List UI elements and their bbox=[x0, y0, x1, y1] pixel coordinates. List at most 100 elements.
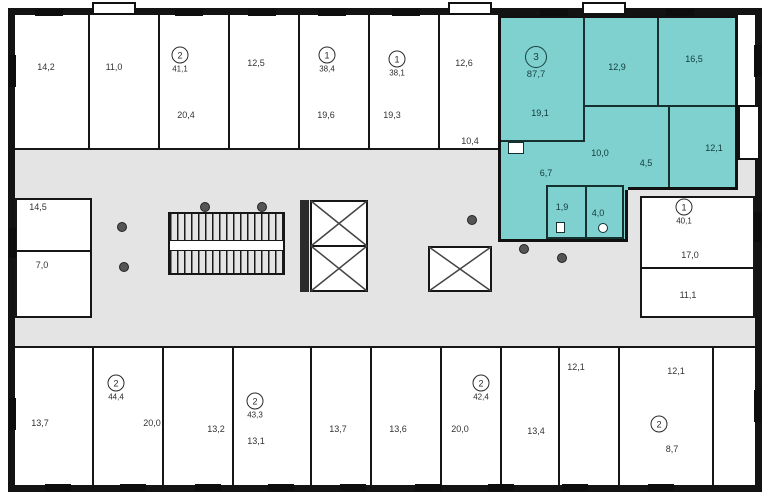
vent-icon bbox=[467, 215, 477, 225]
room-area-label: 7,0 bbox=[35, 260, 49, 270]
window bbox=[248, 9, 276, 16]
window bbox=[488, 484, 514, 491]
highlight-room-area-label: 4,0 bbox=[591, 208, 605, 218]
balcony bbox=[582, 2, 626, 15]
interior-wall bbox=[232, 346, 234, 485]
apartment-block-right[interactable] bbox=[640, 196, 755, 318]
interior-wall bbox=[368, 15, 370, 148]
sink-icon bbox=[598, 223, 608, 233]
room-area-label: 20,0 bbox=[451, 424, 469, 434]
interior-wall bbox=[15, 346, 755, 348]
room-area-label: 13,7 bbox=[329, 424, 347, 434]
room-area-label: 14,5 bbox=[29, 202, 47, 212]
window bbox=[648, 484, 674, 491]
interior-wall bbox=[642, 267, 753, 269]
balcony bbox=[738, 105, 760, 160]
corridor-lower bbox=[15, 318, 755, 346]
window bbox=[9, 228, 16, 258]
selected-apartment-join[interactable] bbox=[501, 150, 628, 190]
room-area-label: 13,4 bbox=[527, 426, 545, 436]
highlight-room-area-label: 12,9 bbox=[608, 62, 626, 72]
window bbox=[175, 9, 203, 16]
bathroom bbox=[546, 185, 624, 239]
apartment-number: 2 bbox=[650, 415, 668, 433]
room-area-label: 20,0 bbox=[143, 418, 161, 428]
room-area-label: 13,6 bbox=[389, 424, 407, 434]
selected-apartment-badge[interactable]: 3 87,7 bbox=[525, 46, 547, 80]
window bbox=[9, 55, 16, 87]
highlight-room-area-label: 19,1 bbox=[531, 108, 549, 118]
interior-wall bbox=[668, 107, 670, 187]
window bbox=[754, 45, 761, 77]
room-area-label: 10,4 bbox=[461, 136, 479, 146]
interior-wall bbox=[88, 15, 90, 148]
interior-wall bbox=[17, 250, 90, 252]
apartment-block-left[interactable] bbox=[15, 198, 92, 318]
window bbox=[9, 398, 16, 430]
interior-wall bbox=[92, 346, 94, 485]
window bbox=[562, 484, 588, 491]
interior-wall bbox=[158, 15, 160, 148]
room-area-label: 20,4 bbox=[177, 110, 195, 120]
staircase bbox=[168, 212, 285, 275]
vent-icon bbox=[119, 262, 129, 272]
room-area-label: 17,0 bbox=[681, 250, 699, 260]
window bbox=[318, 9, 346, 16]
balcony bbox=[92, 2, 136, 15]
highlight-room-area-label: 16,5 bbox=[685, 54, 703, 64]
window bbox=[754, 390, 761, 422]
room-area-label: 13,7 bbox=[31, 418, 49, 428]
window bbox=[340, 484, 366, 491]
apartment-area: 40,1 bbox=[676, 216, 692, 226]
interior-wall bbox=[310, 346, 312, 485]
apartment-badge[interactable]: 2 bbox=[650, 415, 668, 433]
apartment-number: 2 bbox=[107, 374, 125, 392]
interior-wall bbox=[438, 15, 440, 148]
selected-apartment-number: 3 bbox=[525, 46, 547, 68]
interior-wall bbox=[657, 18, 659, 105]
room-area-label: 11,0 bbox=[105, 62, 123, 72]
interior-wall bbox=[228, 15, 230, 148]
interior-wall bbox=[298, 15, 300, 148]
interior-wall bbox=[618, 346, 620, 485]
apartment-number: 2 bbox=[246, 392, 264, 410]
window bbox=[666, 9, 694, 16]
apartment-area: 38,1 bbox=[389, 68, 405, 78]
vent-icon bbox=[557, 253, 567, 263]
interior-wall bbox=[15, 148, 498, 150]
window bbox=[754, 212, 761, 242]
apartment-area: 44,4 bbox=[108, 392, 124, 402]
balcony bbox=[448, 2, 492, 15]
interior-wall bbox=[558, 346, 560, 485]
apartment-number: 1 bbox=[318, 46, 336, 64]
highlight-room-area-label: 1,9 bbox=[555, 202, 569, 212]
toilet-icon bbox=[556, 222, 565, 233]
stair-landing bbox=[170, 240, 283, 251]
room-area-label: 12,5 bbox=[247, 58, 265, 68]
interior-wall bbox=[712, 346, 714, 485]
room-area-label: 12,6 bbox=[455, 58, 473, 68]
interior-wall bbox=[583, 105, 735, 107]
interior-wall bbox=[440, 346, 442, 485]
selected-apartment-area: 87,7 bbox=[526, 69, 546, 80]
apartment-area: 42,4 bbox=[473, 392, 489, 402]
apartment-number: 1 bbox=[675, 198, 693, 216]
vent-icon bbox=[117, 222, 127, 232]
interior-wall bbox=[500, 346, 502, 485]
vent-icon bbox=[519, 244, 529, 254]
window bbox=[540, 9, 568, 16]
window bbox=[120, 484, 146, 491]
room-area-label: 12,1 bbox=[567, 362, 585, 372]
vent-icon bbox=[257, 202, 267, 212]
apartment-area: 38,4 bbox=[319, 64, 335, 74]
interior-wall bbox=[370, 346, 372, 485]
room-area-label: 13,1 bbox=[247, 436, 265, 446]
